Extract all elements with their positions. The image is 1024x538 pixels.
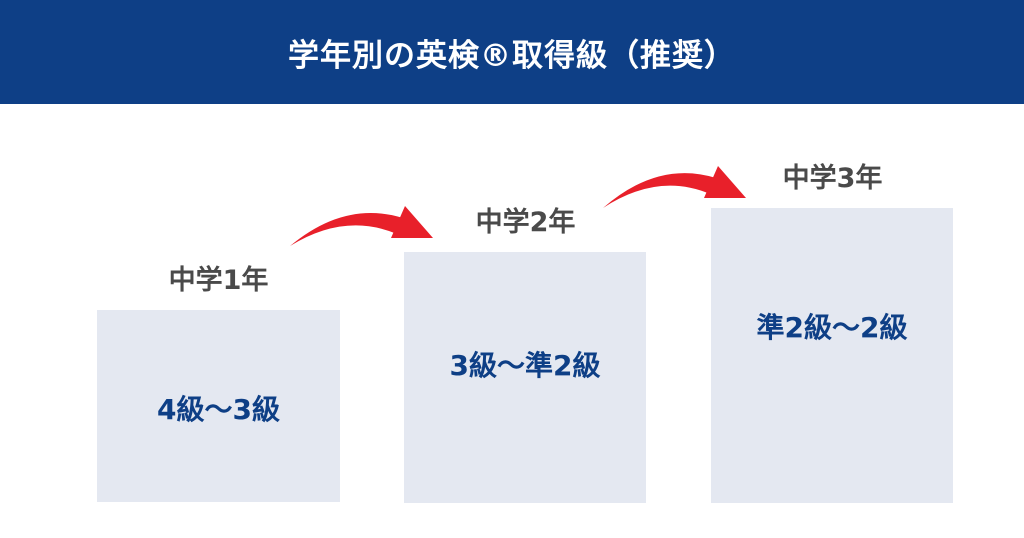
level-value-3: 準2級〜2級 [756, 311, 908, 344]
grade-label-2: 中学2年 [475, 207, 576, 238]
level-value-1: 4級〜3級 [157, 393, 280, 426]
curved-arrow-right-icon [290, 206, 433, 246]
level-box-2: 3級〜準2級 [404, 252, 646, 503]
grade-label-3: 中学3年 [782, 163, 883, 194]
header-banner: 学年別の英検®取得級（推奨） [0, 0, 1024, 104]
level-box-3: 準2級〜2級 [711, 208, 953, 503]
curved-arrow-right-icon [603, 166, 746, 208]
page-title: 学年別の英検®取得級（推奨） [288, 37, 736, 74]
level-box-1: 4級〜3級 [97, 310, 340, 502]
grade-label-1: 中学1年 [168, 265, 269, 296]
level-value-2: 3級〜準2級 [449, 349, 601, 382]
